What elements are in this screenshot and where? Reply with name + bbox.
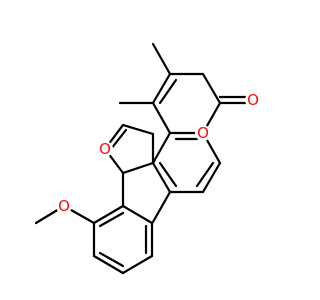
bond — [195, 161, 215, 188]
bond — [98, 251, 125, 268]
bond — [92, 254, 125, 275]
bond — [151, 161, 172, 194]
bond — [158, 78, 178, 105]
bond — [109, 128, 128, 151]
bond — [151, 131, 172, 165]
bond — [98, 211, 125, 228]
methoxy-oxygen-atom: O — [56, 197, 72, 215]
bond — [121, 123, 155, 136]
furan-oxygen-atom: O — [97, 140, 113, 158]
bond-layer — [34, 42, 255, 275]
bond — [121, 204, 154, 225]
bond — [92, 204, 125, 225]
bond — [158, 161, 178, 188]
bond — [121, 161, 155, 175]
bond — [121, 254, 154, 275]
bond — [201, 161, 222, 194]
methoxy-oxygen-label: O — [58, 197, 70, 215]
molecule-drawing: O O O O — [34, 42, 261, 275]
atom-label-layer: O O O O — [56, 91, 261, 215]
bond — [201, 72, 222, 105]
bond — [151, 101, 172, 135]
pyranone-ring-oxygen-label: O — [197, 124, 209, 142]
structure-canvas: O O O O — [34, 42, 261, 275]
bond — [151, 72, 172, 105]
furan-oxygen-label: O — [99, 140, 111, 158]
pyranone-ring-oxygen-atom: O — [195, 124, 211, 142]
bond — [151, 42, 172, 76]
carbonyl-oxygen-label: O — [247, 91, 259, 109]
bond — [151, 190, 172, 224]
carbonyl-oxygen-atom: O — [245, 91, 261, 109]
